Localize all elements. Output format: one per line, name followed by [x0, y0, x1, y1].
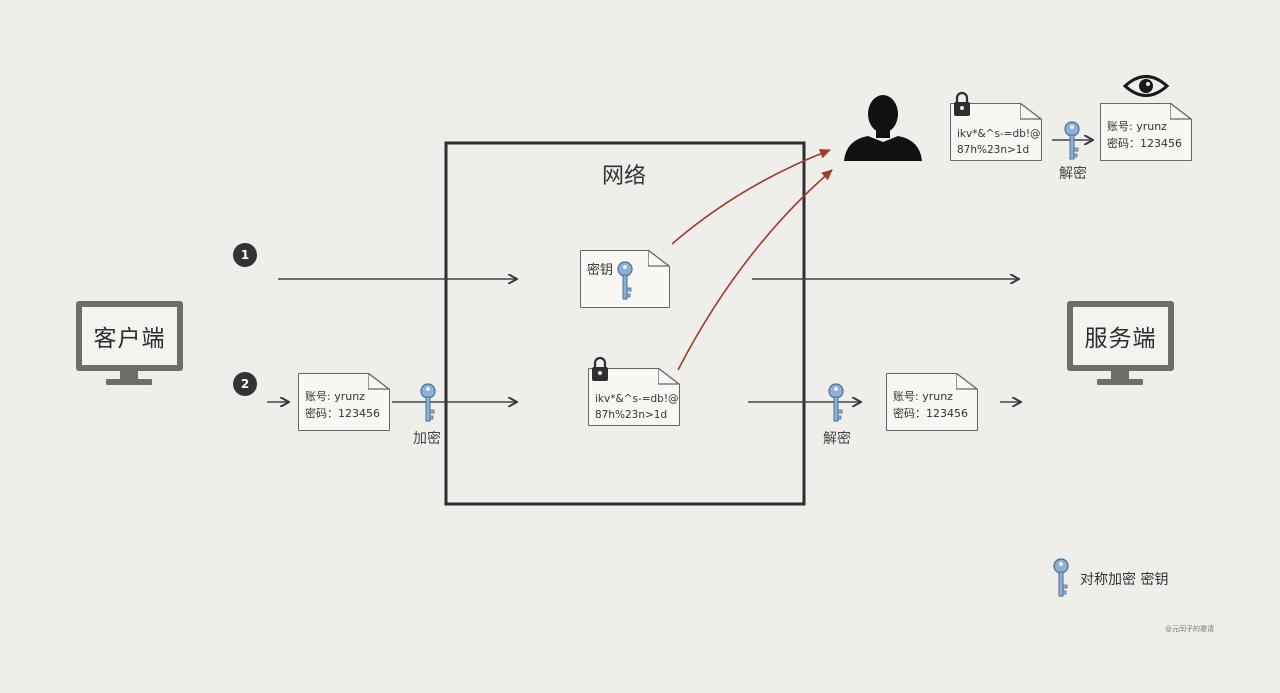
- encrypt-label: 加密: [413, 431, 441, 447]
- attacker-silhouette-icon: [844, 95, 922, 161]
- key-icon: [617, 261, 633, 300]
- eye-icon: [1123, 75, 1169, 97]
- cipher-line-1: ikv*&^s-=db!@: [595, 393, 679, 405]
- legend-label: 对称加密 密钥: [1080, 572, 1169, 588]
- doc-fold: [1170, 103, 1192, 120]
- doc-fold: [1020, 103, 1042, 120]
- lock-icon: [954, 91, 970, 116]
- doc-fold: [368, 373, 390, 390]
- cipher-line-1: ikv*&^s-=db!@: [957, 128, 1041, 140]
- step-badge-2: 2: [233, 372, 257, 396]
- key-icon: [1064, 121, 1080, 160]
- key-icon: [1053, 558, 1069, 597]
- network-title: 网络: [602, 164, 647, 189]
- key-icon: [420, 383, 436, 422]
- cipher-line-2: 87h%23n>1d: [595, 409, 668, 421]
- key-doc-label: 密钥: [587, 263, 614, 278]
- doc-line-password: 密码：123456: [305, 407, 380, 420]
- attacker-ciphertext-doc: ikv*&^s-=db!@ 87h%23n>1d: [950, 103, 1042, 161]
- cipher-line-2: 87h%23n>1d: [957, 144, 1030, 156]
- step-badge-1: 1: [233, 243, 257, 267]
- network-box: [444, 141, 806, 506]
- doc-line-password: 密码：123456: [1107, 137, 1182, 150]
- plaintext-doc-client: 账号: yrunz 密码：123456: [298, 373, 390, 431]
- attacker-decrypt-label: 解密: [1059, 166, 1087, 182]
- intercept-arrow-cipher: [677, 169, 833, 371]
- server-label: 服务端: [1073, 307, 1168, 365]
- doc-fold: [956, 373, 978, 390]
- doc-line-account: 账号: yrunz: [893, 390, 953, 403]
- watermark: @元闰子的邀请: [1165, 625, 1214, 633]
- doc-line-account: 账号: yrunz: [1107, 120, 1167, 133]
- decrypt-label: 解密: [823, 431, 851, 447]
- client-label: 客户端: [82, 307, 177, 365]
- plaintext-doc-server: 账号: yrunz 密码：123456: [886, 373, 978, 431]
- lock-icon: [592, 356, 608, 381]
- attacker-plaintext-doc: 账号: yrunz 密码：123456: [1100, 103, 1192, 161]
- key-icon: [828, 383, 844, 422]
- intercept-arrow-key: [671, 148, 831, 245]
- doc-line-account: 账号: yrunz: [305, 390, 365, 403]
- doc-fold: [648, 250, 670, 267]
- doc-line-password: 密码：123456: [893, 407, 968, 420]
- doc-fold: [658, 368, 680, 385]
